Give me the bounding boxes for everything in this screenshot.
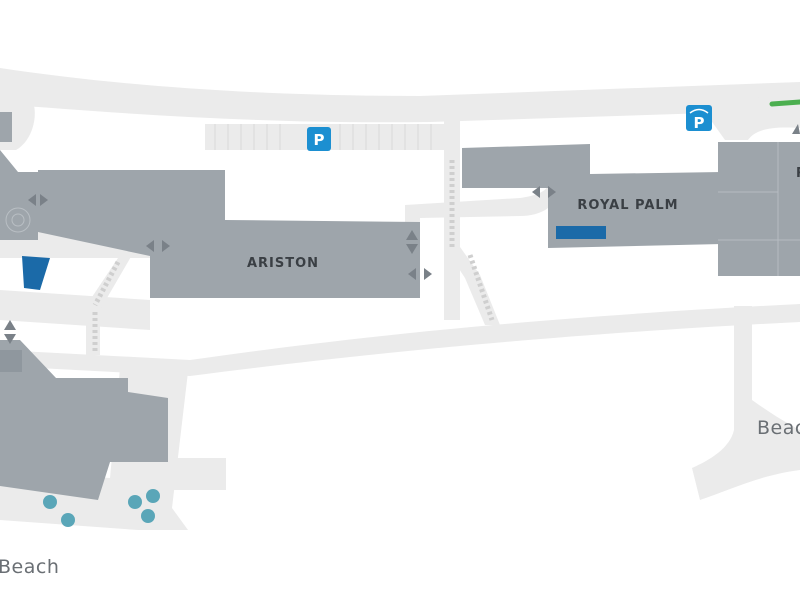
beach-label-left: Beach: [0, 556, 59, 578]
pool-royal-palm: [556, 226, 606, 239]
building-label-right: R: [796, 166, 800, 181]
tree-icon: [43, 495, 57, 509]
tree-icon: [141, 509, 155, 523]
entrance-arrow-icon[interactable]: [532, 186, 556, 198]
entrance-arrow-icon[interactable]: [28, 194, 48, 206]
parking-sign-label: P: [314, 131, 325, 149]
building-left-cluster: [0, 150, 38, 240]
parking-sign-1[interactable]: P: [307, 127, 331, 151]
pools: [22, 226, 606, 290]
parking-stripes: [214, 124, 432, 150]
parking-sign-label: P: [694, 114, 705, 132]
green-road-marking: [769, 99, 800, 107]
entrance-arrow-icon[interactable]: [406, 230, 418, 254]
entrance-arrow-icon[interactable]: [792, 124, 800, 134]
entrance-arrow-icon[interactable]: [4, 320, 16, 344]
building-label-royal-palm: ROYAL PALM: [577, 198, 678, 213]
buildings: [0, 112, 800, 500]
tree-icon: [146, 489, 160, 503]
top-road: [0, 68, 800, 123]
building-label-ariston: ARISTON: [247, 256, 319, 271]
pool-left: [22, 256, 50, 290]
entrance-arrows: [4, 124, 800, 344]
ariston-royal-walk: [405, 186, 548, 280]
left-band-lower: [0, 290, 150, 330]
tree-icon: [61, 513, 75, 527]
entrance-arrow-icon[interactable]: [408, 268, 432, 280]
building-royal-palm[interactable]: [462, 144, 722, 248]
steps: [92, 160, 495, 352]
trees: [43, 489, 160, 527]
fountain-circle: [5, 207, 31, 233]
terrace-strip: [150, 458, 226, 490]
parking-icon: [307, 127, 331, 151]
building-bottom-left-annex: [0, 350, 22, 372]
entrance-arrow-icon[interactable]: [146, 240, 170, 252]
center-diagonal-path: [448, 240, 500, 325]
tree-icon: [128, 495, 142, 509]
building-right-dividers: [718, 142, 800, 276]
beach-path-right: [692, 306, 800, 500]
building-ariston[interactable]: [38, 170, 420, 298]
building-right[interactable]: [718, 142, 800, 276]
building-top-left: [0, 112, 12, 142]
building-bottom-left[interactable]: [0, 340, 168, 500]
lower-road: [0, 304, 800, 376]
beach-label-right: Beac: [757, 417, 800, 439]
parking-sign-2[interactable]: P: [686, 105, 712, 132]
road-bend-right: [705, 97, 800, 140]
fountain-inner: [11, 213, 25, 227]
